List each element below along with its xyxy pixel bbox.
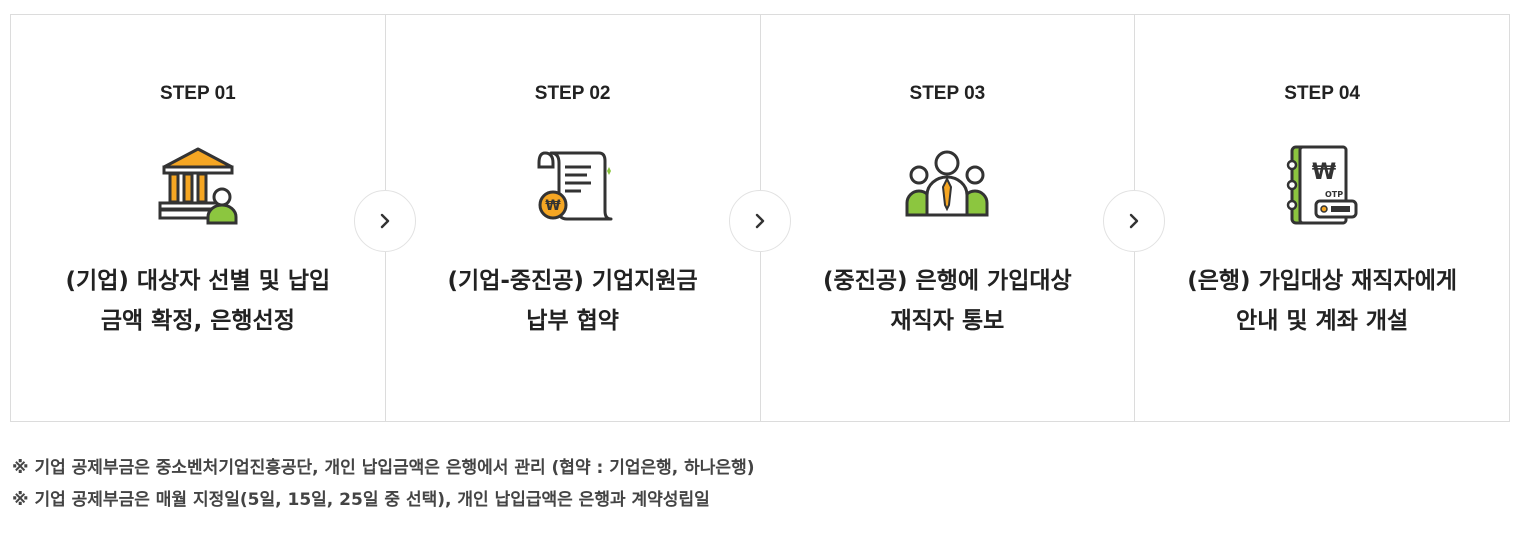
step-1: STEP 01 (기업) 대상자 선별 및 납입 금액 확정, 은행선정 — [11, 15, 386, 421]
step-label: STEP 04 — [1284, 83, 1360, 104]
icon-currency-symbol: ₩ — [545, 198, 561, 214]
contract-scroll-icon: ₩ — [531, 143, 615, 227]
step-description-line: 납부 협약 — [526, 308, 619, 334]
notes: ※ 기업 공제부금은 중소벤처기업진흥공단, 개인 납입금액은 은행에서 관리 … — [12, 452, 754, 516]
bank-user-icon — [156, 143, 240, 227]
process-steps: STEP 01 (기업) 대상자 선별 및 납입 금액 확정, 은행선정 STE… — [10, 14, 1510, 422]
step-4: STEP 04 ₩ OTP (은행) 가입대상 재직자에게 안내 및 계좌 개설 — [1135, 15, 1509, 421]
step-label: STEP 02 — [534, 83, 611, 104]
step-description-line: 안내 및 계좌 개설 — [1236, 308, 1409, 334]
step-description-line: (은행) 가입대상 재직자에게 — [1187, 268, 1458, 294]
note-item: ※ 기업 공제부금은 중소벤처기업진흥공단, 개인 납입금액은 은행에서 관리 … — [12, 458, 755, 478]
step-description-line: 금액 확정, 은행선정 — [100, 308, 295, 334]
chevron-right-icon — [1129, 213, 1139, 229]
chevron-right-icon — [380, 213, 390, 229]
step-description-line: (기업) 대상자 선별 및 납입 — [65, 268, 331, 294]
step-2: STEP 02 ₩ (기업-중진공) 기업지원금 납부 협약 — [386, 15, 761, 421]
next-step-arrow-1[interactable] — [354, 190, 416, 252]
step-description: (은행) 가입대상 재직자에게 안내 및 계좌 개설 — [1145, 261, 1499, 341]
icon-otp-label: OTP — [1325, 190, 1343, 199]
step-description: (기업) 대상자 선별 및 납입 금액 확정, 은행선정 — [21, 261, 375, 341]
step-description: (기업-중진공) 기업지원금 납부 협약 — [396, 261, 750, 341]
next-step-arrow-3[interactable] — [1103, 190, 1165, 252]
step-label: STEP 03 — [909, 83, 986, 104]
step-3: STEP 03 (중진공) 은행에 가입대상 재직자 통보 — [761, 15, 1136, 421]
step-description-line: (기업-중진공) 기업지원금 — [447, 268, 698, 294]
step-description-line: 재직자 통보 — [890, 308, 1005, 334]
chevron-right-icon — [755, 213, 765, 229]
bankbook-otp-icon: ₩ OTP — [1280, 143, 1364, 227]
step-label: STEP 01 — [160, 83, 236, 104]
icon-currency-symbol: ₩ — [1312, 160, 1336, 185]
step-description: (중진공) 은행에 가입대상 재직자 통보 — [771, 261, 1125, 341]
next-step-arrow-2[interactable] — [729, 190, 791, 252]
people-group-icon — [905, 143, 989, 227]
note-item: ※ 기업 공제부금은 매월 지정일(5일, 15일, 25일 중 선택), 개인… — [12, 490, 710, 510]
step-description-line: (중진공) 은행에 가입대상 — [823, 268, 1072, 294]
